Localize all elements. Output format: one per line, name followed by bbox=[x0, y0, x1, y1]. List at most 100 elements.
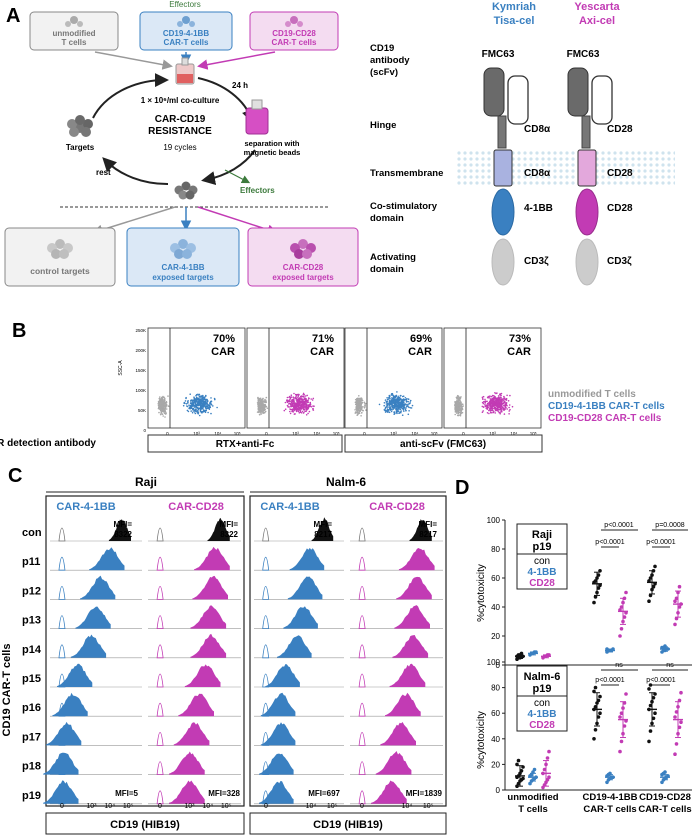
b-dot-car bbox=[481, 405, 484, 408]
b-dot-car bbox=[388, 406, 391, 408]
b-dot-car bbox=[397, 404, 400, 407]
c-histogram bbox=[169, 780, 205, 804]
d-group2-label-1: CD19-4-1BB bbox=[583, 792, 638, 803]
b-xtick-label: 10³ bbox=[390, 431, 397, 436]
c-hist-column bbox=[254, 517, 344, 805]
d-data-point bbox=[619, 711, 624, 715]
d-data-point bbox=[621, 619, 625, 624]
b-dot-car bbox=[482, 410, 485, 412]
cell-membrane bbox=[455, 150, 675, 186]
b-dot-car bbox=[289, 398, 291, 401]
b-dot-unmod bbox=[454, 413, 457, 416]
c-histogram bbox=[169, 751, 205, 775]
b-dot-unmod bbox=[358, 395, 360, 397]
box-unmodified-t-cells bbox=[29, 11, 119, 51]
d-data-point bbox=[679, 720, 683, 724]
b-dot-unmod bbox=[358, 411, 360, 414]
b-dot-unmod bbox=[363, 401, 366, 404]
b-dot-car bbox=[490, 407, 493, 410]
b-dot-car bbox=[482, 406, 485, 408]
b-dot-car bbox=[306, 394, 309, 397]
d-data-point bbox=[516, 781, 521, 786]
d-data-point bbox=[596, 586, 601, 590]
b-dot-car bbox=[408, 406, 410, 409]
b-dot-car bbox=[295, 399, 298, 401]
b-dot-car bbox=[384, 399, 387, 401]
c-xtick-label: 10⁴ bbox=[104, 803, 115, 810]
b-dot-car bbox=[501, 400, 503, 402]
b-dot-car bbox=[391, 409, 393, 411]
d-data-point bbox=[647, 687, 651, 691]
costim-label-2: domain bbox=[370, 213, 404, 224]
panel-c-letter: C bbox=[8, 465, 22, 487]
b-dot-unmod bbox=[261, 398, 264, 401]
c-histogram bbox=[43, 780, 79, 804]
b-dot-car bbox=[494, 397, 497, 399]
b-dot-car bbox=[501, 406, 504, 409]
d-data-point bbox=[544, 762, 548, 767]
b-dot-car bbox=[482, 402, 485, 405]
c-histogram bbox=[80, 575, 116, 600]
b-dot-unmod bbox=[258, 398, 260, 401]
cd28-exposed-label-1: CAR-CD28 bbox=[283, 263, 324, 272]
b-dot-car bbox=[390, 399, 393, 402]
b-dot-car bbox=[293, 402, 295, 404]
b-dot-car bbox=[294, 407, 296, 409]
car-structure-kymriah bbox=[483, 67, 529, 286]
b-xtick-label: 10⁵ bbox=[333, 431, 340, 436]
b-dot-car bbox=[301, 407, 304, 409]
d-ytick-label: 60 bbox=[491, 709, 500, 718]
b-dot-car bbox=[299, 397, 301, 399]
b-dot-car bbox=[405, 407, 407, 409]
b-dot-car bbox=[298, 403, 301, 405]
b-dot-car bbox=[291, 399, 293, 402]
b-dot-car bbox=[396, 412, 398, 415]
d-top-p2-upper: p=0.0008 bbox=[655, 522, 684, 529]
b-dot-unmod bbox=[159, 404, 161, 407]
b-dot-car bbox=[504, 408, 506, 410]
d-data-point bbox=[650, 573, 654, 577]
d-top-title-2: p19 bbox=[533, 541, 552, 553]
b-dot-unmod bbox=[359, 399, 361, 402]
d-data-point bbox=[598, 583, 602, 588]
d-data-point bbox=[547, 775, 551, 779]
b-dot-unmod bbox=[164, 411, 167, 413]
b-dot-car bbox=[389, 408, 392, 411]
b-dot-unmod bbox=[259, 407, 261, 409]
c-histogram bbox=[265, 664, 300, 687]
b-dot-car bbox=[299, 411, 302, 414]
b-dot-car bbox=[194, 412, 197, 415]
b-dot-car bbox=[303, 394, 306, 396]
b-dot-car bbox=[508, 410, 511, 412]
d-data-point bbox=[521, 776, 525, 781]
b-dot-car bbox=[402, 408, 405, 411]
d-data-point bbox=[593, 579, 598, 583]
c-xtick-label: 10³ bbox=[184, 803, 195, 810]
b-dot-unmod bbox=[163, 411, 165, 413]
d-top-p2-lower: p<0.0001 bbox=[646, 539, 675, 546]
b-dot-car bbox=[503, 397, 505, 400]
b-dot-car bbox=[297, 395, 300, 398]
d-data-point bbox=[653, 582, 657, 586]
c-reference-peak bbox=[58, 615, 66, 629]
b-dot-car bbox=[206, 404, 208, 406]
b-dot-car bbox=[400, 410, 403, 412]
b-dot-car bbox=[502, 409, 505, 411]
b-dot-car bbox=[384, 407, 387, 410]
d-data-point bbox=[624, 590, 628, 595]
b-dot-unmod bbox=[261, 400, 264, 403]
b-dot-unmod bbox=[356, 398, 359, 401]
d-data-point bbox=[647, 579, 651, 583]
b-dot-car bbox=[394, 403, 397, 406]
nalm-cd28-header: CAR-CD28 bbox=[369, 501, 425, 513]
b-dot-car bbox=[409, 407, 412, 409]
d-data-point bbox=[618, 715, 622, 719]
b-dot-car bbox=[189, 407, 191, 410]
car-detection-label: CAR detection antibody bbox=[0, 438, 96, 449]
c-reference-peak bbox=[156, 586, 164, 600]
control-targets-label: control targets bbox=[30, 266, 90, 276]
b-dot-unmod bbox=[356, 414, 359, 416]
b-dot-car bbox=[486, 400, 488, 403]
c-reference-peak bbox=[156, 731, 164, 746]
